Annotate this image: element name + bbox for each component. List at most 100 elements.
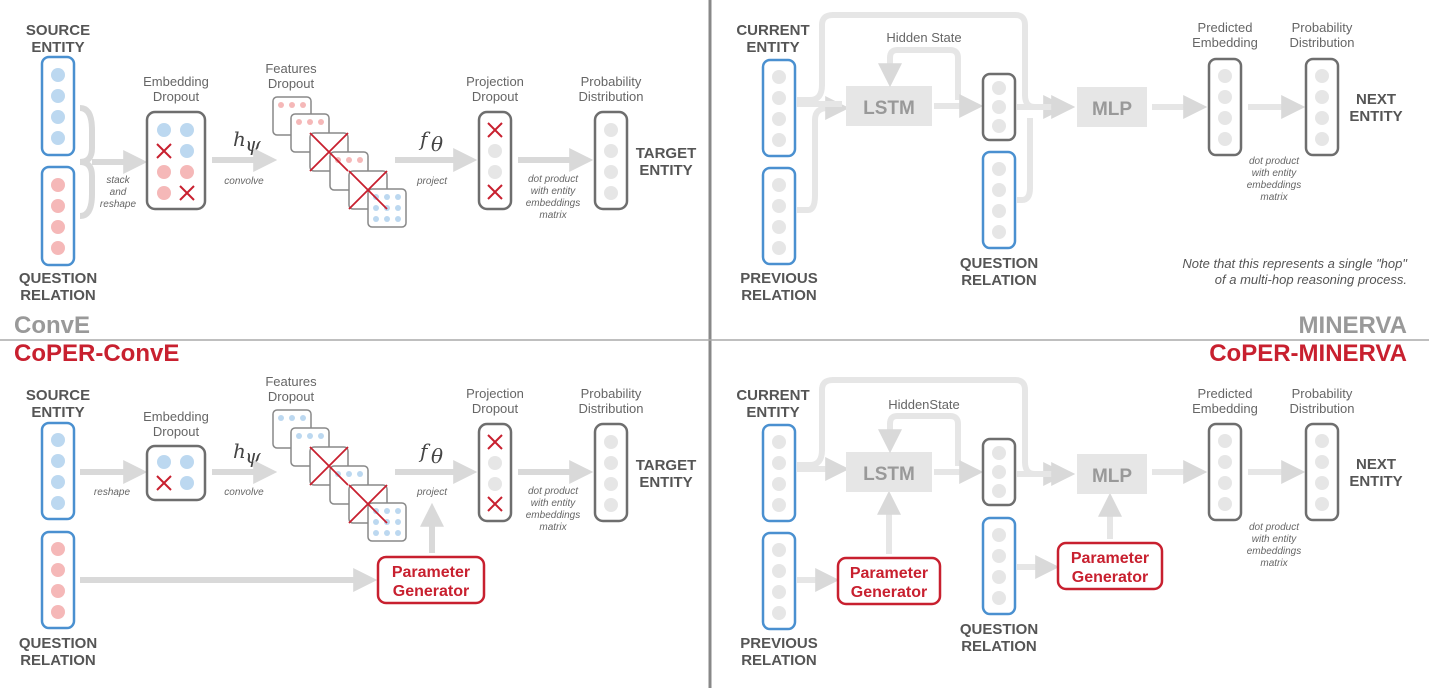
probability-b-vector (593, 422, 629, 523)
predicted-embedding-b-label-2: Embedding (1192, 401, 1258, 416)
dot-product-b-label-1: dot product (528, 486, 579, 497)
parameter-generator-3-line-2: Generator (1072, 569, 1148, 586)
lstm-box (846, 86, 932, 126)
h-psi-symbol: h (233, 127, 246, 151)
probability-m-vector (1304, 57, 1340, 157)
previous-relation-b-label-2: RELATION (741, 652, 817, 669)
probability-m-label-1: Probability (1292, 20, 1353, 35)
embedding-dropout-b-matrix (145, 444, 207, 502)
projection-dropout-b-label-1: Projection (466, 386, 524, 401)
question-relation-b-label-2: RELATION (20, 652, 96, 669)
probability-bm-label-1: Probability (1292, 386, 1353, 401)
next-entity-label-1: NEXT (1356, 91, 1396, 108)
question-relation-m-label-1: QUESTION (960, 255, 1038, 272)
f-theta-symbol: f (418, 127, 431, 151)
dot-product-m-label-3: embeddings (1247, 180, 1301, 191)
dot-product-m-label-4: matrix (1260, 192, 1288, 203)
dot-product-b-label-3: embeddings (526, 510, 580, 521)
next-entity-b-label-1: NEXT (1356, 456, 1396, 473)
parameter-generator-3-line-1: Parameter (1071, 550, 1149, 567)
target-entity-b-label-2: ENTITY (639, 474, 692, 491)
probability-b-label-1: Probability (581, 386, 642, 401)
hidden-state-b-vector (981, 437, 1017, 507)
reshape-label: reshape (94, 487, 131, 498)
parameter-generator-2-line-1: Parameter (850, 565, 928, 582)
parameter-generator-2-line-2: Generator (851, 584, 927, 601)
conve-title: ConvE (14, 312, 90, 339)
dot-product-label-2: with entity (531, 186, 576, 197)
current-entity-label-2: ENTITY (746, 39, 799, 56)
f-theta-b-symbol: f (418, 439, 431, 463)
features-dropout-b-label-1: Features (265, 374, 317, 389)
question-relation-label-2: RELATION (20, 287, 96, 304)
hiddenstate-label: HiddenState (888, 397, 960, 412)
project-b-label: project (416, 487, 448, 498)
coper-conve-title: CoPER-ConvE (14, 340, 179, 367)
probability-label-1: Probability (581, 74, 642, 89)
convolve-label: convolve (224, 176, 264, 187)
embedding-dropout-label-1: Embedding (143, 74, 209, 89)
parameter-generator-1-line-2: Generator (393, 583, 469, 600)
hidden-state-label: Hidden State (886, 30, 961, 45)
predicted-embedding-b-vector (1207, 422, 1243, 522)
predicted-embedding-vector (1207, 57, 1243, 157)
question-relation-b-vector (40, 530, 76, 630)
probability-label-2: Distribution (578, 89, 643, 104)
coper-conve-panel: CoPER-ConvE SOURCE ENTITY QUESTION RELAT… (14, 340, 696, 669)
dot-product-label-4: matrix (539, 210, 567, 221)
current-entity-b-label-1: CURRENT (736, 387, 809, 404)
source-entity-b-label-1: SOURCE (26, 387, 90, 404)
coper-minerva-title: CoPER-MINERVA (1209, 340, 1407, 367)
probability-bm-vector (1304, 422, 1340, 522)
dot-product-label-3: embeddings (526, 198, 580, 209)
embedding-dropout-matrix (145, 110, 207, 211)
probability-vector (593, 110, 629, 211)
dot-product-bm-label-3: embeddings (1247, 546, 1301, 557)
h-psi-b-sub: ψ (245, 444, 261, 468)
question-relation-b-label-1: QUESTION (19, 635, 97, 652)
source-entity-b-vector (40, 421, 76, 521)
probability-b-label-2: Distribution (578, 401, 643, 416)
conve-panel: SOURCE ENTITY QUESTION RELATION stack an… (14, 22, 696, 339)
question-relation-vector (40, 165, 76, 267)
lstm-label: LSTM (863, 98, 915, 119)
target-entity-label-1: TARGET (636, 145, 697, 162)
current-entity-vector (761, 58, 797, 158)
projection-dropout-label-2: Dropout (472, 89, 519, 104)
predicted-embedding-label-1: Predicted (1198, 20, 1253, 35)
mlp-box (1077, 87, 1147, 127)
next-entity-label-2: ENTITY (1349, 108, 1402, 125)
note-line-1: Note that this represents a single "hop" (1182, 256, 1408, 271)
source-entity-label-1: SOURCE (26, 22, 90, 39)
source-entity-b-label-2: ENTITY (31, 404, 84, 421)
lstm-b-label: LSTM (863, 464, 915, 485)
h-psi-b-symbol: h (233, 439, 246, 463)
predicted-embedding-b-label-1: Predicted (1198, 386, 1253, 401)
parameter-generator-box-1 (376, 555, 486, 605)
features-dropout-label-2: Dropout (268, 76, 315, 91)
dot-product-b-label-4: matrix (539, 522, 567, 533)
question-relation-vector-m (981, 150, 1017, 250)
source-entity-vector (40, 55, 76, 157)
previous-relation-label-1: PREVIOUS (740, 270, 818, 287)
embedding-dropout-label-2: Dropout (153, 89, 200, 104)
previous-relation-vector (761, 166, 797, 266)
parameter-generator-box-3 (1056, 541, 1164, 591)
question-relation-m-label-2: RELATION (961, 272, 1037, 289)
stack-label-3: reshape (100, 199, 137, 210)
dot-product-bm-label-1: dot product (1249, 522, 1300, 533)
question-relation-bm-label-1: QUESTION (960, 621, 1038, 638)
probability-m-label-2: Distribution (1289, 35, 1354, 50)
predicted-embedding-label-2: Embedding (1192, 35, 1258, 50)
target-entity-label-2: ENTITY (639, 162, 692, 179)
mlp-b-box (1077, 454, 1147, 494)
feature-maps-stack-b (272, 409, 407, 542)
dot-product-label-1: dot product (528, 174, 579, 185)
source-entity-label-2: ENTITY (31, 39, 84, 56)
current-entity-label-1: CURRENT (736, 22, 809, 39)
lstm-b-box (846, 452, 932, 492)
question-relation-b-vector-m (981, 516, 1017, 616)
question-relation-bm-label-2: RELATION (961, 638, 1037, 655)
question-relation-label-1: QUESTION (19, 270, 97, 287)
